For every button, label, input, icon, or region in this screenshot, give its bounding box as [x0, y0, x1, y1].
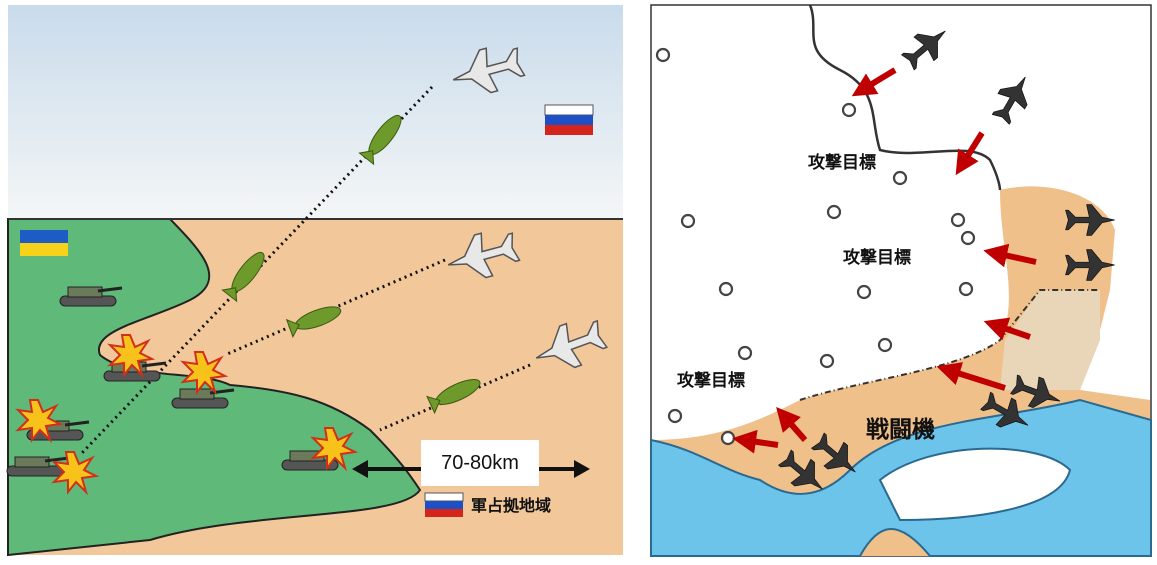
occupied-area-label: 軍占拠地域 — [471, 496, 552, 515]
target-markers — [655, 47, 976, 446]
russia-flag-top — [544, 104, 594, 135]
russia-flag-legend — [424, 492, 464, 517]
distance-label: 70-80km — [421, 440, 539, 486]
target-label: 攻撃目標 — [843, 248, 911, 268]
fighter-label: 戦闘機 — [866, 417, 935, 443]
target-label: 攻撃目標 — [677, 371, 745, 391]
ukraine-flag — [20, 230, 68, 243]
right-map — [650, 4, 1152, 557]
left-scene — [5, 5, 623, 557]
target-label: 攻撃目標 — [808, 153, 876, 173]
attack-arrows — [732, 67, 1037, 454]
